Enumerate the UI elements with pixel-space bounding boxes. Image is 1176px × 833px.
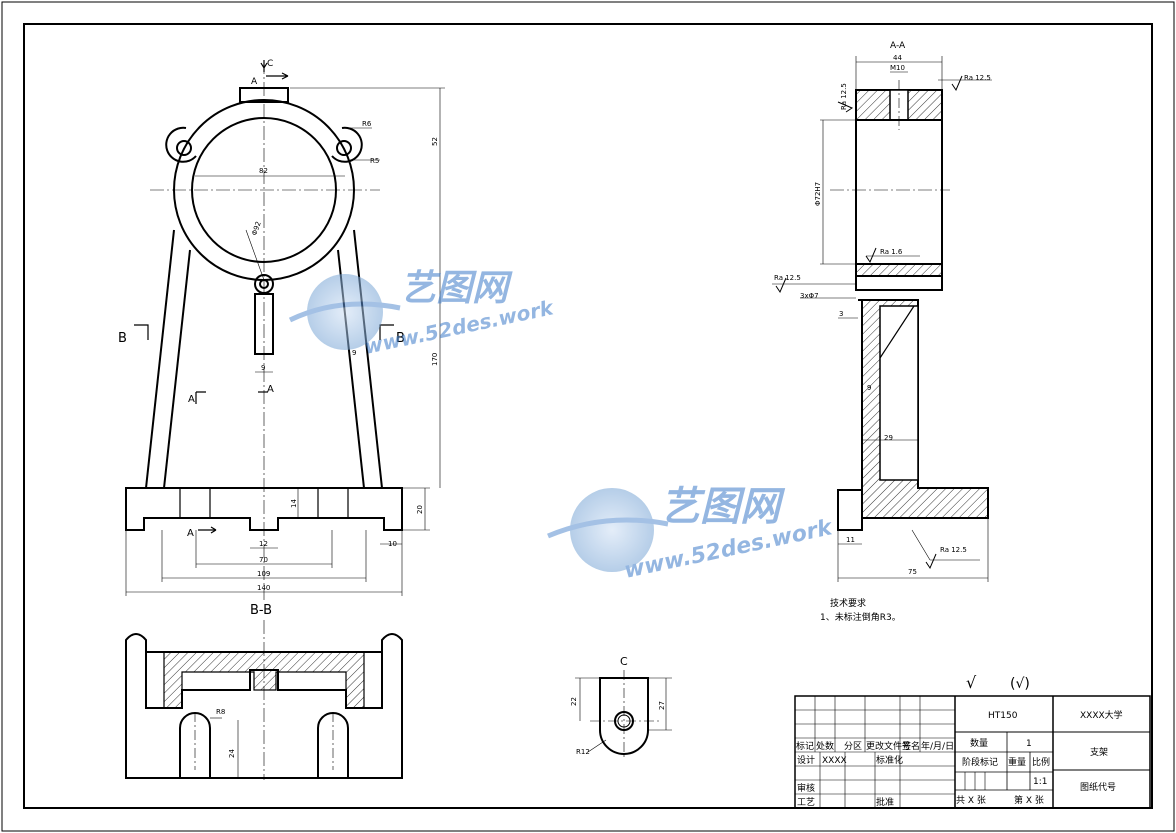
dim-11: 11 <box>846 536 855 544</box>
ra-125-top: Ra 12.5 <box>964 74 991 82</box>
watermark-cn-2: 艺图网 <box>660 484 786 530</box>
watermark-logo-2: 艺图网 www.52des.work <box>547 484 836 584</box>
dim-109: 109 <box>257 570 270 578</box>
dim-12: 12 <box>259 540 268 548</box>
tb-stage-mark: 阶段标记 <box>962 756 998 768</box>
tb-design-label: 设计 <box>797 754 815 766</box>
tb-rev-sign: 签名 <box>902 740 920 752</box>
dim-27: 27 <box>658 701 666 710</box>
surface-symbol-main: √ <box>966 673 977 692</box>
dim-r5: R5 <box>370 157 379 165</box>
tb-drawing-no: 图纸代号 <box>1080 781 1116 793</box>
dim-70: 70 <box>259 556 268 564</box>
ra-125-bottom: Ra 12.5 <box>940 546 967 554</box>
dim-r12: R12 <box>576 748 590 756</box>
section-a-top-label: A <box>251 77 258 87</box>
tb-total-sheets: 共 X 张 <box>956 795 986 806</box>
section-bb-view <box>125 620 403 780</box>
dim-r8: R8 <box>216 708 225 716</box>
dim-m10: M10 <box>890 64 905 72</box>
dim-9b: 9 <box>352 349 356 357</box>
dim-phi92: Φ92 <box>250 220 262 236</box>
tb-rev-mark: 标记 <box>796 740 814 752</box>
view-a-mark-2: A <box>267 384 274 395</box>
tb-part-name: 支架 <box>1090 746 1108 758</box>
view-c <box>575 670 672 760</box>
section-a-bottom-label: A <box>187 528 194 539</box>
dim-3: 3 <box>839 310 843 318</box>
tb-qty-value: 1 <box>1026 739 1032 749</box>
tb-qty-label: 数量 <box>970 737 988 749</box>
title-block <box>794 695 1151 809</box>
watermark-cn-1: 艺图网 <box>400 268 513 309</box>
tech-req-item-1: 1、未标注倒角R3。 <box>820 611 901 623</box>
section-bb-title: B-B <box>250 603 272 618</box>
dim-20: 20 <box>416 505 424 514</box>
view-a-mark: A <box>188 394 195 405</box>
dim-170: 170 <box>431 353 439 366</box>
ra-125-mid: Ra 12.5 <box>774 274 801 282</box>
tb-process: 工艺 <box>797 797 815 808</box>
tb-review: 审核 <box>797 782 815 794</box>
tb-rev-zone: 分区 <box>844 741 862 752</box>
tech-req-title: 技术要求 <box>830 597 866 609</box>
tb-school: XXXX大学 <box>1080 709 1123 721</box>
tb-material: HT150 <box>988 711 1018 721</box>
tb-rev-count: 处数 <box>816 740 834 752</box>
dim-24: 24 <box>228 749 236 758</box>
tb-rev-date: 年/月/日 <box>921 740 954 752</box>
dim-9-aa: 9 <box>867 384 871 392</box>
watermark-logo-1: 艺图网 www.52des.work <box>288 268 557 359</box>
surface-symbol-bracket: (√) <box>1010 676 1030 692</box>
section-aa-view <box>772 56 992 582</box>
view-c-top-label: C <box>267 59 273 69</box>
section-aa-title: A-A <box>890 41 906 51</box>
dim-44: 44 <box>893 54 902 62</box>
dim-10: 10 <box>388 540 397 548</box>
dim-140: 140 <box>257 584 270 592</box>
tb-scale-value: 1:1 <box>1033 777 1047 787</box>
tb-scale-label: 比例 <box>1032 756 1050 768</box>
ra-125-left: Ra 12.5 <box>840 83 848 110</box>
dim-52: 52 <box>431 137 439 146</box>
tb-approve: 批准 <box>876 796 894 808</box>
tb-standard: 标准化 <box>876 754 903 766</box>
dim-14: 14 <box>290 499 298 508</box>
tb-weight: 重量 <box>1008 756 1026 768</box>
dim-bore: Φ72H7 <box>814 182 822 206</box>
section-b-right-label: B <box>396 331 405 346</box>
tb-sheet-no: 第 X 张 <box>1014 794 1044 806</box>
tb-rev-doc: 更改文件号 <box>866 740 911 752</box>
section-b-left-label: B <box>118 331 127 346</box>
dim-22: 22 <box>570 697 578 706</box>
inner-frame <box>23 23 1153 809</box>
tb-design-name: XXXX <box>822 756 847 766</box>
dim-29: 29 <box>884 434 893 442</box>
dim-82: 82 <box>259 167 268 175</box>
dim-75: 75 <box>908 568 917 576</box>
dim-holes: 3xΦ7 <box>800 292 819 300</box>
front-view <box>125 60 445 600</box>
dim-9a: 9 <box>261 364 265 372</box>
ra-16: Ra 1.6 <box>880 248 903 256</box>
view-c-title: C <box>620 655 628 668</box>
dim-r6: R6 <box>362 120 372 128</box>
